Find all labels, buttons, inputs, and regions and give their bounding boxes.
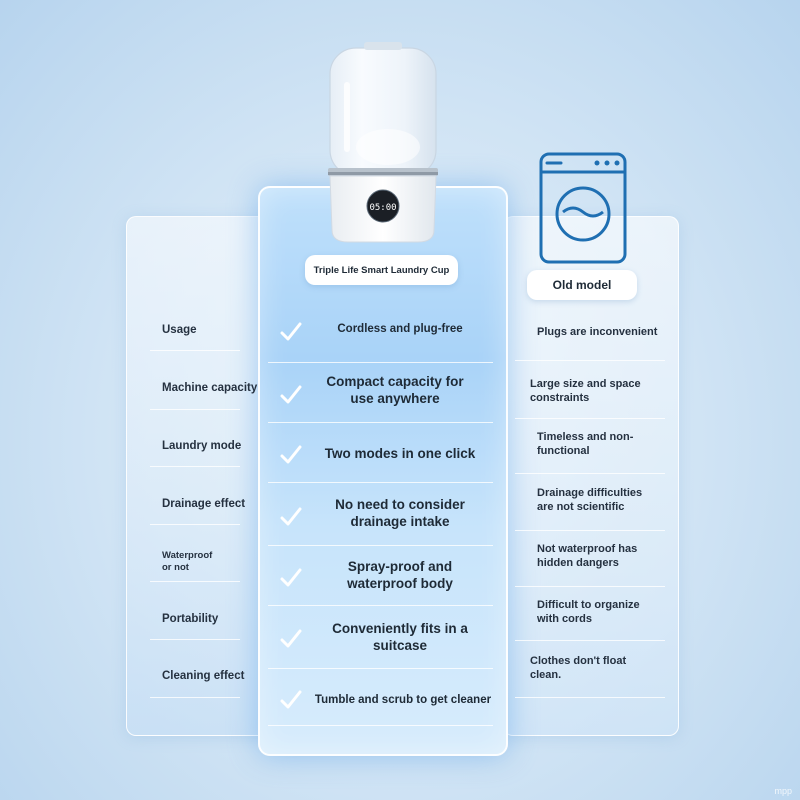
center-divider xyxy=(268,605,493,606)
product-name-pill: Triple Life Smart Laundry Cup xyxy=(305,255,458,285)
left-divider xyxy=(150,524,240,525)
left-divider xyxy=(150,409,240,410)
criteria-label-cleaning-effect: Cleaning effect xyxy=(162,670,245,682)
feature-waterproof: Spray-proof and waterproof body xyxy=(347,559,453,591)
checkmark-icon xyxy=(280,445,302,464)
checkmark-icon xyxy=(280,322,302,341)
criteria-label-usage: Usage xyxy=(162,324,197,336)
feature-machine-capacity: Compact capacity for use anywhere xyxy=(326,374,464,406)
feature-cleaning-effect: Tumble and scrub to get cleaner xyxy=(314,694,492,706)
checkmark-icon xyxy=(280,385,302,404)
feature-portability: Conveniently fits in a suitcase xyxy=(332,621,468,653)
old-model-usage: Plugs are inconvenient xyxy=(537,326,658,338)
old-model-drainage-effect: Drainage difficulties are not scientific xyxy=(537,487,643,513)
right-divider xyxy=(515,360,665,361)
checkmark-icon xyxy=(280,629,302,648)
center-divider xyxy=(268,422,493,423)
right-divider xyxy=(515,530,665,531)
old-model-machine-capacity: Large size and space constraints xyxy=(530,378,641,404)
left-divider xyxy=(150,466,240,467)
old-model-panel xyxy=(503,216,679,736)
feature-drainage-effect: No need to consider drainage intake xyxy=(335,497,465,529)
center-divider xyxy=(268,668,493,669)
right-divider xyxy=(515,697,665,698)
old-model-cleaning-effect: Clothes don't float clean. xyxy=(530,655,627,681)
right-divider xyxy=(515,418,665,419)
criteria-label-laundry-mode: Laundry mode xyxy=(162,440,242,452)
old-model-waterproof: Not waterproof has hidden dangers xyxy=(537,543,638,569)
center-divider xyxy=(268,725,493,726)
criteria-label-drainage-effect: Drainage effect xyxy=(162,498,246,510)
feature-usage: Cordless and plug-free xyxy=(337,323,463,335)
center-divider xyxy=(268,545,493,546)
left-divider xyxy=(150,581,240,582)
center-divider xyxy=(268,362,493,363)
criteria-label-machine-capacity: Machine capacity xyxy=(162,382,258,394)
checkmark-icon xyxy=(280,690,302,709)
criteria-label-waterproof: Waterproof or not xyxy=(162,550,213,573)
right-divider xyxy=(515,473,665,474)
right-divider xyxy=(515,640,665,641)
laundry-cup-device-image: 05:00 xyxy=(328,42,438,243)
old-model-pill: Old model xyxy=(527,270,637,300)
left-divider xyxy=(150,639,240,640)
washing-machine-icon xyxy=(539,152,627,264)
checkmark-icon xyxy=(280,507,302,526)
criteria-label-portability: Portability xyxy=(162,613,219,625)
left-divider xyxy=(150,350,240,351)
old-model-portability: Difficult to organize with cords xyxy=(537,599,640,625)
watermark: mpp xyxy=(774,786,792,796)
checkmark-icon xyxy=(280,568,302,587)
feature-laundry-mode: Two modes in one click xyxy=(324,446,476,461)
left-divider xyxy=(150,697,240,698)
center-divider xyxy=(268,482,493,483)
left-criteria-panel xyxy=(126,216,278,736)
old-model-laundry-mode: Timeless and non-functional xyxy=(537,431,634,457)
right-divider xyxy=(515,586,665,587)
device-display-text: 05:00 xyxy=(369,203,396,213)
